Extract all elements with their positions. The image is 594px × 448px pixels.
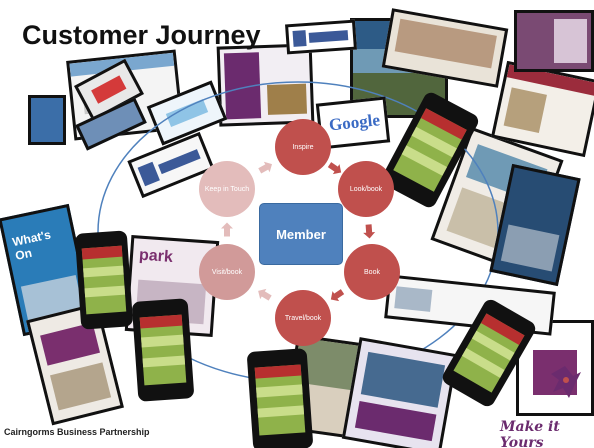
node-label: Visit/book [211,268,243,276]
cycle-arrow [330,289,345,302]
cycle-arrow [221,222,233,237]
node-label: Travel/book [284,314,322,322]
cycle-arrow [327,162,342,175]
node-inspire: Inspire [275,119,331,175]
cycle-arrow [363,224,376,239]
node-label: Keep in Touch [204,185,250,193]
node-visit-book: Visit/book [199,244,255,300]
screenshot-event-poster-topright [514,10,594,72]
center-label: Member [276,226,326,242]
node-keep-in-touch: Keep in Touch [199,161,255,217]
node-label: Inspire [292,143,314,151]
cycle-arrow [258,161,273,174]
cycle-arrow [258,288,272,301]
node-label: Book [364,268,380,276]
screenshot-twitter-page [28,95,66,145]
slide-title: Customer Journey [22,20,261,50]
brand-tagline: Make it Yours [500,419,560,448]
node-book: Book [344,244,400,300]
node-label: Look/book [349,185,383,193]
node-look-book: Look/book [338,161,394,217]
footer-organisation: Cairngorms Business Partnership [4,427,150,437]
eagle-logo [551,366,581,398]
node-travel-book: Travel/book [275,290,331,346]
center-member-box: Member [259,203,343,265]
